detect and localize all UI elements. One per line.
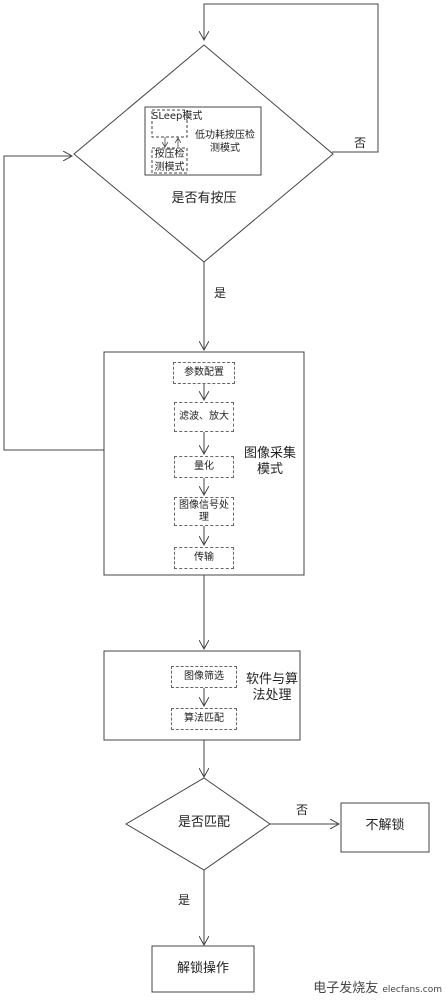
step-algorithm-match: 算法匹配 bbox=[171, 708, 237, 730]
step-filter-amplify: 滤波、放大 bbox=[174, 402, 234, 432]
software-label: 软件与算法处理 bbox=[246, 672, 299, 704]
step-transmit: 传输 bbox=[174, 547, 234, 569]
decision-press-label: 是否有按压 bbox=[171, 191, 237, 206]
low-power-box bbox=[144, 106, 262, 176]
no-loop-line bbox=[204, 3, 379, 153]
no-unlock-label: 不解锁 bbox=[365, 818, 405, 833]
press-detect-box bbox=[151, 147, 188, 174]
press-detect-label: 按压检测模式 bbox=[154, 149, 185, 173]
image-capture-label: 图像采集模式 bbox=[243, 446, 296, 478]
yes-label-2: 是 bbox=[177, 893, 190, 907]
step-quantize: 量化 bbox=[174, 456, 234, 478]
low-power-label: 低功耗按压检测模式 bbox=[195, 130, 255, 154]
no-label-2: 否 bbox=[295, 803, 308, 817]
step-image-signal: 图像信号处理 bbox=[174, 497, 234, 526]
no-label-1: 否 bbox=[353, 136, 366, 150]
unlock-label: 解锁操作 bbox=[176, 961, 229, 976]
no-unlock-box bbox=[340, 802, 430, 853]
watermark-sub: elecfans.com bbox=[382, 985, 442, 995]
sleep-mode-box bbox=[151, 109, 188, 138]
step-param-config: 参数配置 bbox=[173, 362, 235, 384]
yes-label-1: 是 bbox=[213, 286, 226, 300]
back-loop-line bbox=[3, 156, 104, 451]
watermark-text: 电子发烧友 bbox=[313, 981, 379, 996]
decision-match-label: 是否匹配 bbox=[177, 815, 230, 830]
software-box bbox=[103, 650, 301, 741]
unlock-box bbox=[151, 945, 255, 993]
step-image-filter: 图像筛选 bbox=[171, 666, 237, 688]
sleep-mode-label: SLeep模式 bbox=[152, 111, 203, 122]
